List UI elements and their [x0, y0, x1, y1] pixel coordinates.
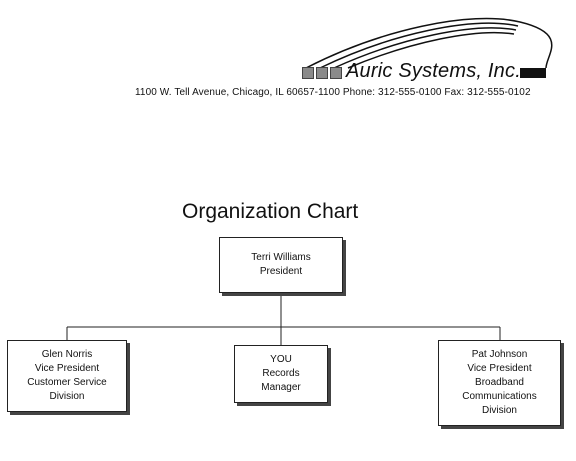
node-role: Vice President — [34, 363, 100, 374]
company-name: Auric Systems, Inc. — [346, 60, 521, 82]
node-role: Manager — [261, 382, 301, 393]
node-role: Vice President — [467, 363, 532, 374]
node-dept: Broadband — [475, 377, 524, 388]
logo-swoosh-graphic — [305, 17, 553, 69]
logo-bar — [520, 68, 546, 78]
company-address: 1100 W. Tell Avenue, Chicago, IL 60657-1… — [135, 87, 531, 98]
chart-title: Organization Chart — [182, 200, 359, 223]
logo-square-3 — [330, 67, 342, 79]
org-node-customer-service-vp: Glen Norris Vice President Customer Serv… — [7, 340, 127, 412]
node-name: Terri Williams — [251, 252, 311, 263]
org-node-records-manager: YOU Records Manager — [234, 345, 328, 403]
node-dept: Division — [49, 391, 85, 402]
node-dept: Division — [481, 405, 517, 416]
org-node-broadband-vp: Pat Johnson Vice President Broadband Com… — [438, 340, 561, 426]
logo-square-1 — [302, 67, 314, 79]
node-name: Glen Norris — [41, 349, 93, 360]
node-name: YOU — [270, 354, 292, 365]
node-role: Records — [262, 368, 300, 379]
node-role: President — [259, 266, 303, 277]
logo-square-2 — [316, 67, 328, 79]
node-dept: Communications — [462, 391, 537, 402]
node-name: Pat Johnson — [471, 349, 528, 360]
org-node-president: Terri Williams President — [219, 237, 343, 293]
node-dept: Customer Service — [27, 377, 107, 388]
